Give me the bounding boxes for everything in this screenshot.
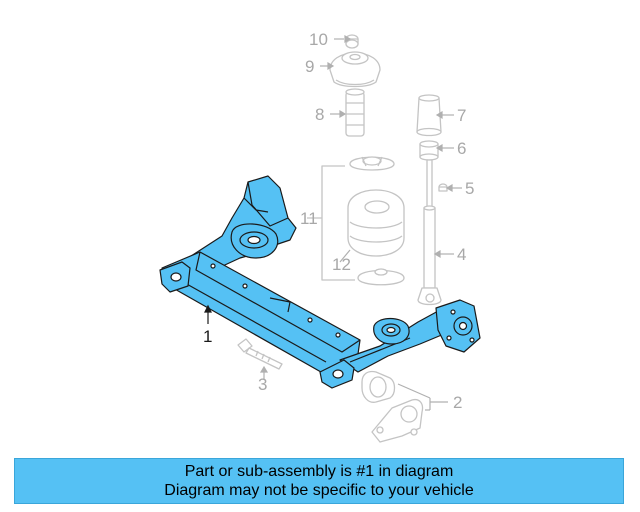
part-1-rear-axle-beam[interactable] [159, 175, 481, 389]
part-2-bushing-bracket[interactable] [361, 370, 424, 443]
callout-12: 12 [332, 255, 351, 274]
banner-line-2: Diagram may not be specific to your vehi… [164, 482, 474, 499]
info-banner: Part or sub-assembly is #1 in diagram Di… [14, 458, 624, 504]
part-4-shock-absorber[interactable] [417, 159, 442, 306]
part-11-spring-seat[interactable] [349, 156, 395, 171]
callout-5: 5 [465, 179, 474, 198]
callout-7: 7 [457, 106, 466, 125]
parts-diagram: 10 9 8 7 6 5 11 4 12 1 3 2 [159, 30, 481, 443]
callout-1: 1 [203, 327, 212, 346]
callout-8: 8 [315, 105, 324, 124]
part-8-bump-stop[interactable] [345, 88, 365, 137]
callout-4: 4 [457, 245, 466, 264]
part-10-nut[interactable] [345, 34, 359, 49]
ghost-leaders [259, 34, 462, 411]
part-12-rubber-buffer[interactable] [347, 189, 405, 257]
leader-1 [204, 304, 212, 324]
ghost-parts [237, 34, 448, 443]
part-5-nut[interactable] [438, 183, 448, 192]
part-11-lower-seat[interactable] [357, 268, 405, 286]
part-6-bushing[interactable] [419, 140, 439, 161]
callout-10: 10 [309, 30, 328, 49]
callout-9: 9 [305, 57, 314, 76]
callout-11: 11 [300, 209, 318, 228]
banner-line-1: Part or sub-assembly is #1 in diagram [184, 463, 454, 480]
callout-bracket-11 [307, 165, 355, 281]
part-9-strut-mount[interactable] [329, 51, 381, 88]
part-3-bolt[interactable] [237, 338, 283, 370]
callout-3: 3 [258, 375, 267, 394]
callouts: 10 9 8 7 6 5 11 4 12 1 3 2 [203, 30, 474, 412]
callout-6: 6 [457, 139, 466, 158]
callout-2: 2 [453, 393, 462, 412]
part-7-dust-boot[interactable] [416, 94, 442, 137]
